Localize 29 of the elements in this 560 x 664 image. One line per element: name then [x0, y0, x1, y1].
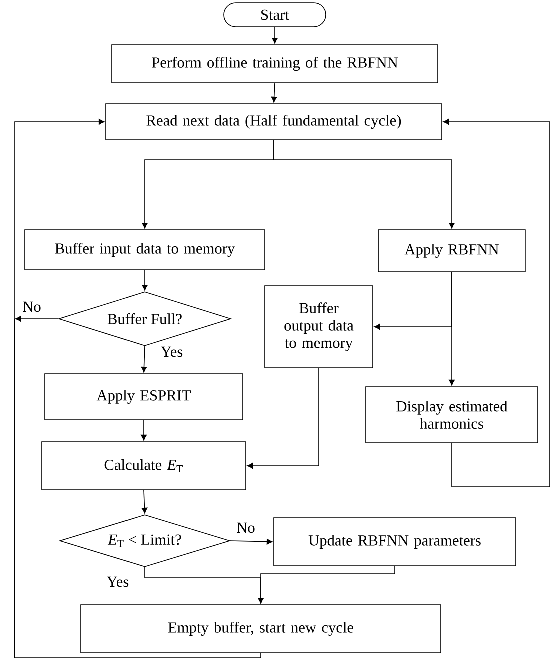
arrow [258, 566, 396, 604]
arrow [443, 119, 550, 488]
process-box: Calculate E$_{T}$ [42, 442, 246, 490]
process-box: Apply RBFNN [378, 230, 526, 272]
process-box: Empty buffer, start new cycle [80, 604, 442, 654]
arrow [271, 83, 278, 103]
arrow [274, 140, 455, 229]
edge-label: No [235, 522, 257, 534]
edge-label: Yes [106, 576, 130, 588]
arrow [449, 272, 455, 386]
arrow [141, 346, 148, 373]
process-box: Apply ESPRIT [44, 374, 244, 420]
arrow [247, 368, 320, 469]
arrow [142, 270, 148, 291]
arrow [272, 27, 278, 44]
process-box: Update RBFNN parameters [274, 518, 516, 566]
arrow [142, 490, 148, 514]
process-box: Read next data (Half fundamental cycle) [106, 104, 442, 140]
edge-label: No [21, 300, 43, 314]
arrow [14, 119, 105, 320]
arrow [15, 316, 59, 322]
arrow [141, 420, 147, 441]
process-box: Display estimated harmonics [366, 386, 538, 444]
process-box: Buffer output data to memory [264, 286, 374, 368]
terminal-box: Start [224, 2, 326, 28]
process-box: Buffer input data to memory [24, 230, 266, 270]
edge-label: Yes [160, 346, 184, 358]
process-box: Perform offline training of the RBFNN [112, 44, 438, 84]
arrow [230, 538, 273, 545]
